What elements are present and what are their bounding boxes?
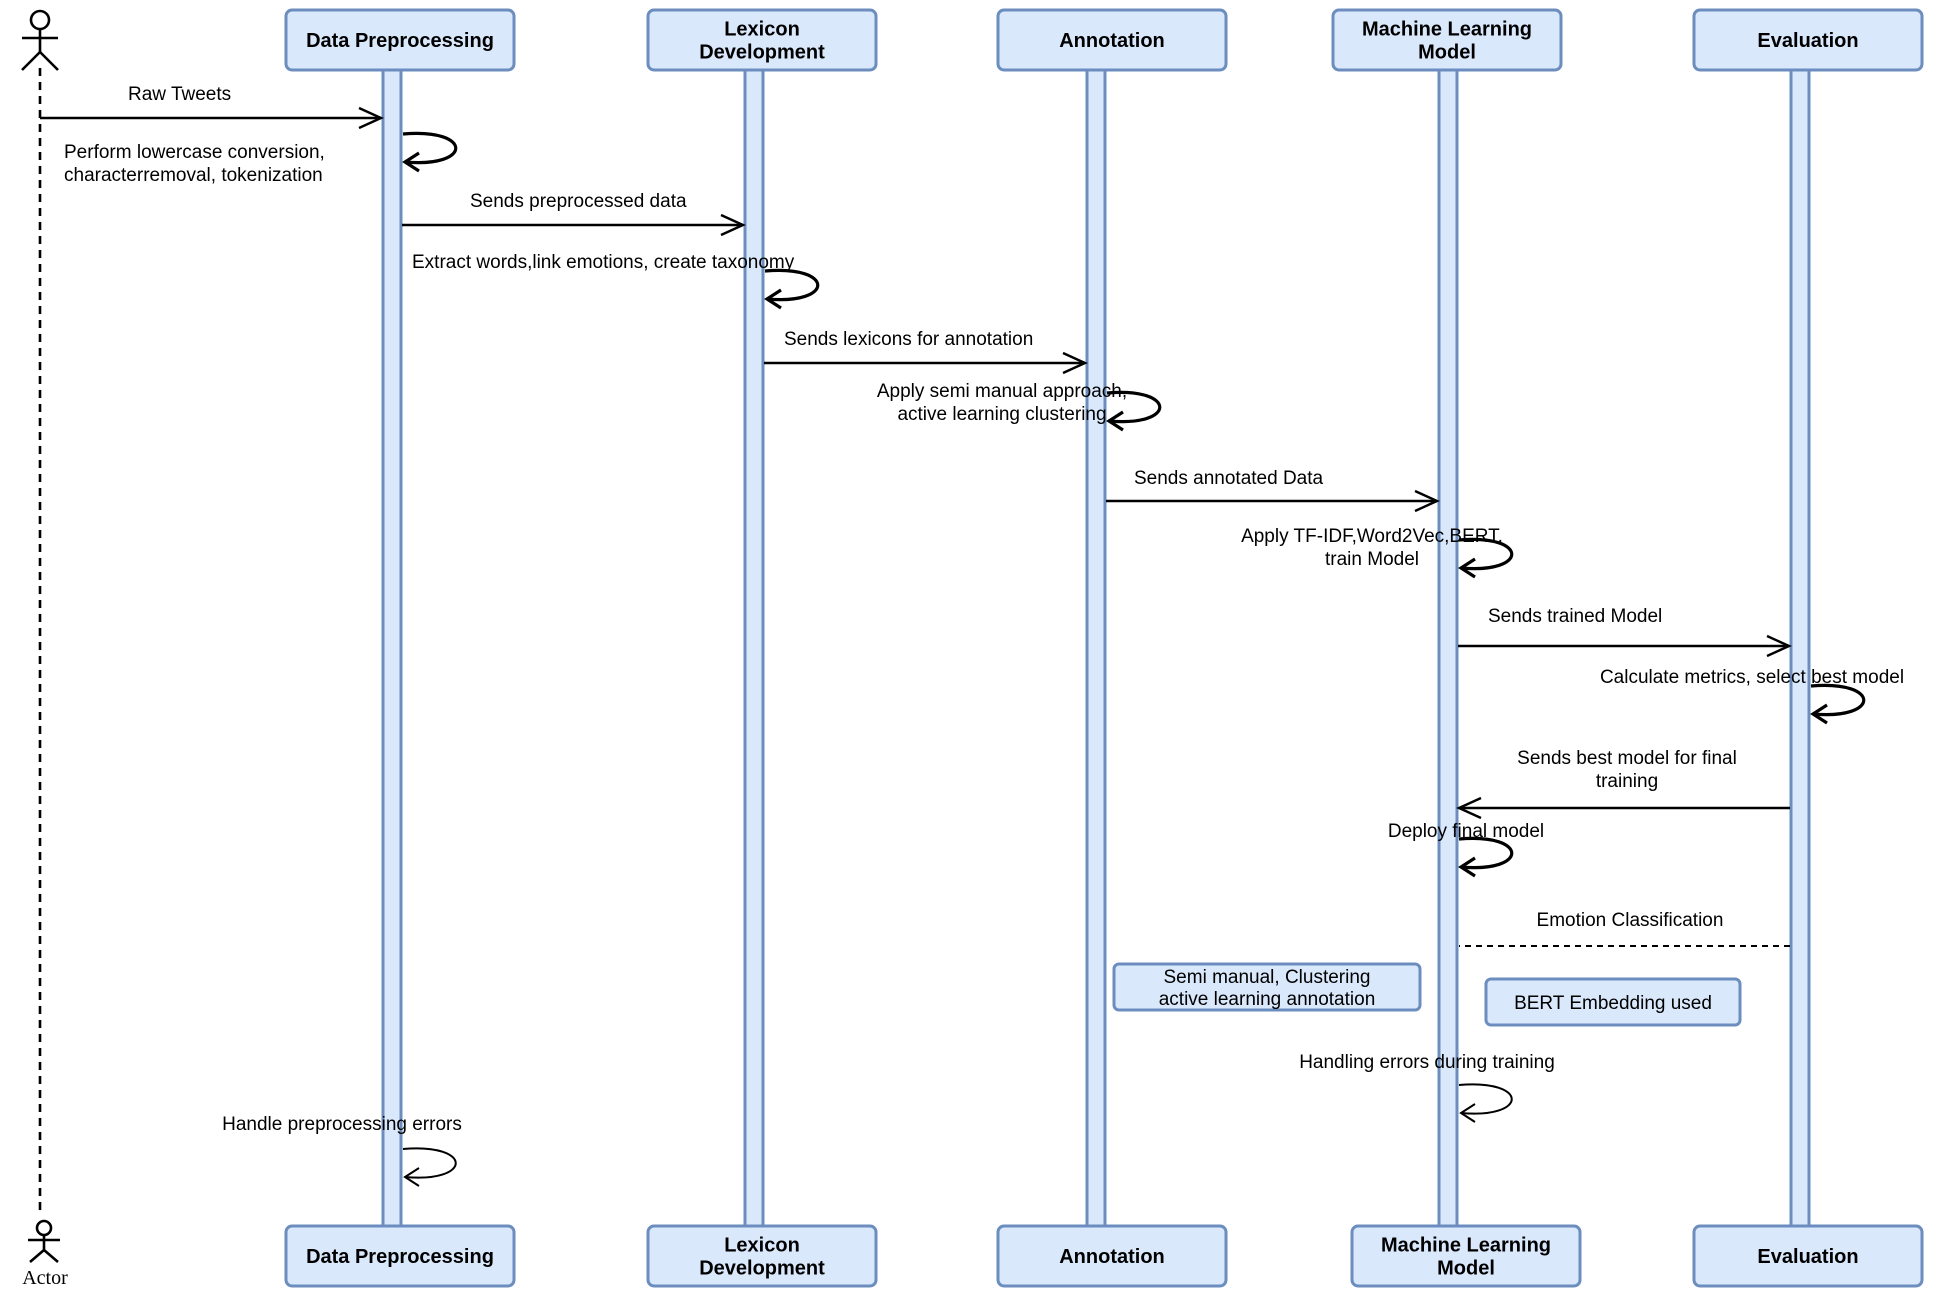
participant-ann-bottom: Annotation bbox=[996, 1224, 1228, 1288]
message-8: Sends trained Model bbox=[1458, 606, 1792, 658]
message-7: Apply TF-IDF,Word2Vec,BERT,train Model bbox=[1241, 526, 1514, 579]
message-label: training bbox=[1596, 771, 1658, 792]
participant-ml-bottom-label: Model bbox=[1437, 1258, 1495, 1280]
message-14: Handle preprocessing errors bbox=[222, 1114, 462, 1187]
participant-ann-top-label: Annotation bbox=[1059, 30, 1165, 52]
participant-eva-bottom: Evaluation bbox=[1692, 1224, 1924, 1288]
participant-eva-top: Evaluation bbox=[1692, 8, 1924, 72]
participant-lex-bottom-label: Lexicon bbox=[724, 1235, 800, 1257]
message-label: Calculate metrics, select best model bbox=[1600, 667, 1904, 688]
participant-ann-bottom-label: Annotation bbox=[1059, 1246, 1165, 1268]
message-label: Sends best model for final bbox=[1517, 748, 1737, 769]
participant-eva-top-label: Evaluation bbox=[1757, 30, 1858, 52]
participant-pre-top: Data Preprocessing bbox=[284, 8, 516, 72]
actor-figure-bottom bbox=[28, 1219, 60, 1263]
message-1: Perform lowercase conversion,characterre… bbox=[64, 131, 458, 186]
actor-label: Actor bbox=[22, 1267, 68, 1289]
lifeline-lex bbox=[743, 68, 765, 1228]
message-label: Sends preprocessed data bbox=[470, 191, 687, 212]
message-label: Handle preprocessing errors bbox=[222, 1114, 462, 1135]
participant-lex-top-label: Development bbox=[699, 42, 825, 64]
message-label: Sends lexicons for annotation bbox=[784, 329, 1033, 350]
message-0: Raw Tweets bbox=[40, 84, 384, 130]
message-label: characterremoval, tokenization bbox=[64, 165, 323, 186]
message-label: Emotion Classification bbox=[1537, 910, 1724, 931]
message-label: Deploy final model bbox=[1388, 821, 1544, 842]
message-13: Handling errors during training bbox=[1299, 1052, 1555, 1123]
message-label: Sends annotated Data bbox=[1134, 468, 1324, 489]
participant-lex-top-label: Lexicon bbox=[724, 19, 800, 41]
message-5: Apply semi manual approach,active learni… bbox=[877, 381, 1162, 432]
message-6: Sends annotated Data bbox=[1106, 468, 1440, 513]
note-1: BERT Embedding used bbox=[1484, 977, 1742, 1027]
participant-lex-bottom-label: Development bbox=[699, 1258, 825, 1280]
participant-eva-bottom-label: Evaluation bbox=[1757, 1246, 1858, 1268]
participant-pre-bottom-label: Data Preprocessing bbox=[306, 1246, 494, 1268]
note-text: Semi manual, Clustering bbox=[1164, 967, 1371, 988]
message-label: Handling errors during training bbox=[1299, 1052, 1555, 1073]
participant-ml-bottom-label: Machine Learning bbox=[1381, 1235, 1551, 1257]
message-label: train Model bbox=[1325, 549, 1419, 570]
message-4: Sends lexicons for annotation bbox=[764, 329, 1088, 375]
note-text: active learning annotation bbox=[1159, 989, 1376, 1010]
participant-ann-top: Annotation bbox=[996, 8, 1228, 72]
message-label: Apply semi manual approach, bbox=[877, 381, 1127, 402]
message-3: Extract words,link emotions, create taxo… bbox=[412, 252, 820, 310]
message-label: Raw Tweets bbox=[128, 84, 231, 105]
lifeline-pre bbox=[381, 68, 403, 1228]
participant-pre-top-label: Data Preprocessing bbox=[306, 30, 494, 52]
note-text: BERT Embedding used bbox=[1514, 993, 1712, 1014]
message-2: Sends preprocessed data bbox=[402, 191, 746, 237]
participant-ml-top-label: Machine Learning bbox=[1362, 19, 1532, 41]
message-label: Sends trained Model bbox=[1488, 606, 1662, 627]
message-11: Deploy final model bbox=[1388, 821, 1544, 878]
participant-ml-top-label: Model bbox=[1418, 42, 1476, 64]
message-12: Emotion Classification bbox=[1459, 910, 1790, 947]
lifeline-ann bbox=[1085, 68, 1107, 1228]
lifeline-eva bbox=[1789, 68, 1811, 1228]
message-label: Perform lowercase conversion, bbox=[64, 142, 325, 163]
message-9: Calculate metrics, select best model bbox=[1600, 667, 1904, 725]
message-label: active learning clustering bbox=[897, 404, 1106, 425]
participant-pre-bottom: Data Preprocessing bbox=[284, 1224, 516, 1288]
message-label: Apply TF-IDF,Word2Vec,BERT, bbox=[1241, 526, 1503, 547]
message-label: Extract words,link emotions, create taxo… bbox=[412, 252, 795, 273]
actor-figure-top bbox=[21, 9, 59, 71]
